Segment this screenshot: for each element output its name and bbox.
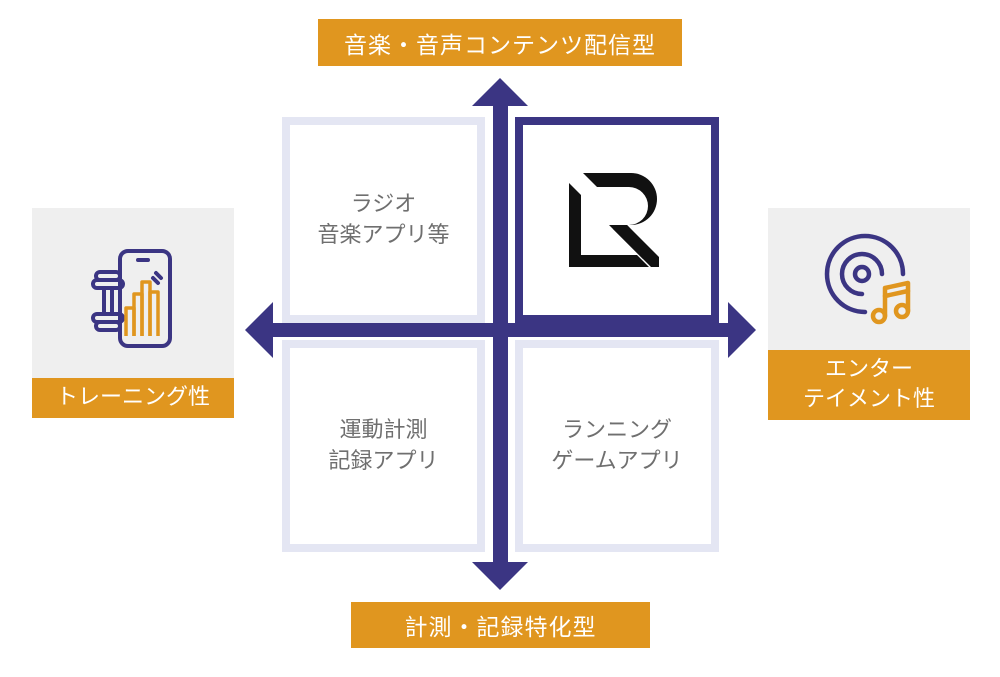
lr-logo-icon: [569, 172, 659, 267]
quadrant-bottom-right-line1: ランニング: [561, 418, 672, 443]
down-arrow-head: [472, 562, 528, 590]
up-arrow-head: [472, 78, 528, 106]
disc-music-note-icon: [824, 233, 911, 325]
quadrant-bottom-left-line1: 運動計測: [339, 418, 428, 443]
right-arrow-head: [728, 302, 756, 358]
left-arrow-head: [245, 302, 273, 358]
bottom-axis-label: 計測・記録特化型: [351, 602, 650, 648]
left-axis-label: トレーニング性: [32, 378, 234, 418]
left-panel: トレーニング性: [32, 208, 234, 418]
quadrant-top-left-line2: 音楽アプリ等: [317, 223, 450, 248]
quadrant-bottom-right-line2: ゲームアプリ: [551, 449, 683, 474]
quadrant-bottom-left: 運動計測 記録アプリ: [282, 340, 485, 552]
dumbbell-phone-chart-icon: [91, 249, 172, 348]
right-axis-label-line2: テイメント性: [802, 387, 935, 412]
quadrant-bottom-left-line2: 記録アプリ: [328, 449, 439, 474]
quadrant-top-left: ラジオ 音楽アプリ等: [282, 117, 485, 323]
right-panel: エンター テイメント性: [768, 208, 970, 420]
quadrant-top-right: [515, 117, 719, 323]
top-axis-label: 音楽・音声コンテンツ配信型: [318, 19, 682, 66]
right-axis-label-line1: エンター: [824, 357, 913, 382]
right-axis-label: エンター テイメント性: [768, 350, 970, 420]
quadrant-top-left-line1: ラジオ: [350, 192, 417, 217]
horizontal-axis-line: [268, 323, 734, 337]
quadrant-bottom-right: ランニング ゲームアプリ: [515, 340, 719, 552]
